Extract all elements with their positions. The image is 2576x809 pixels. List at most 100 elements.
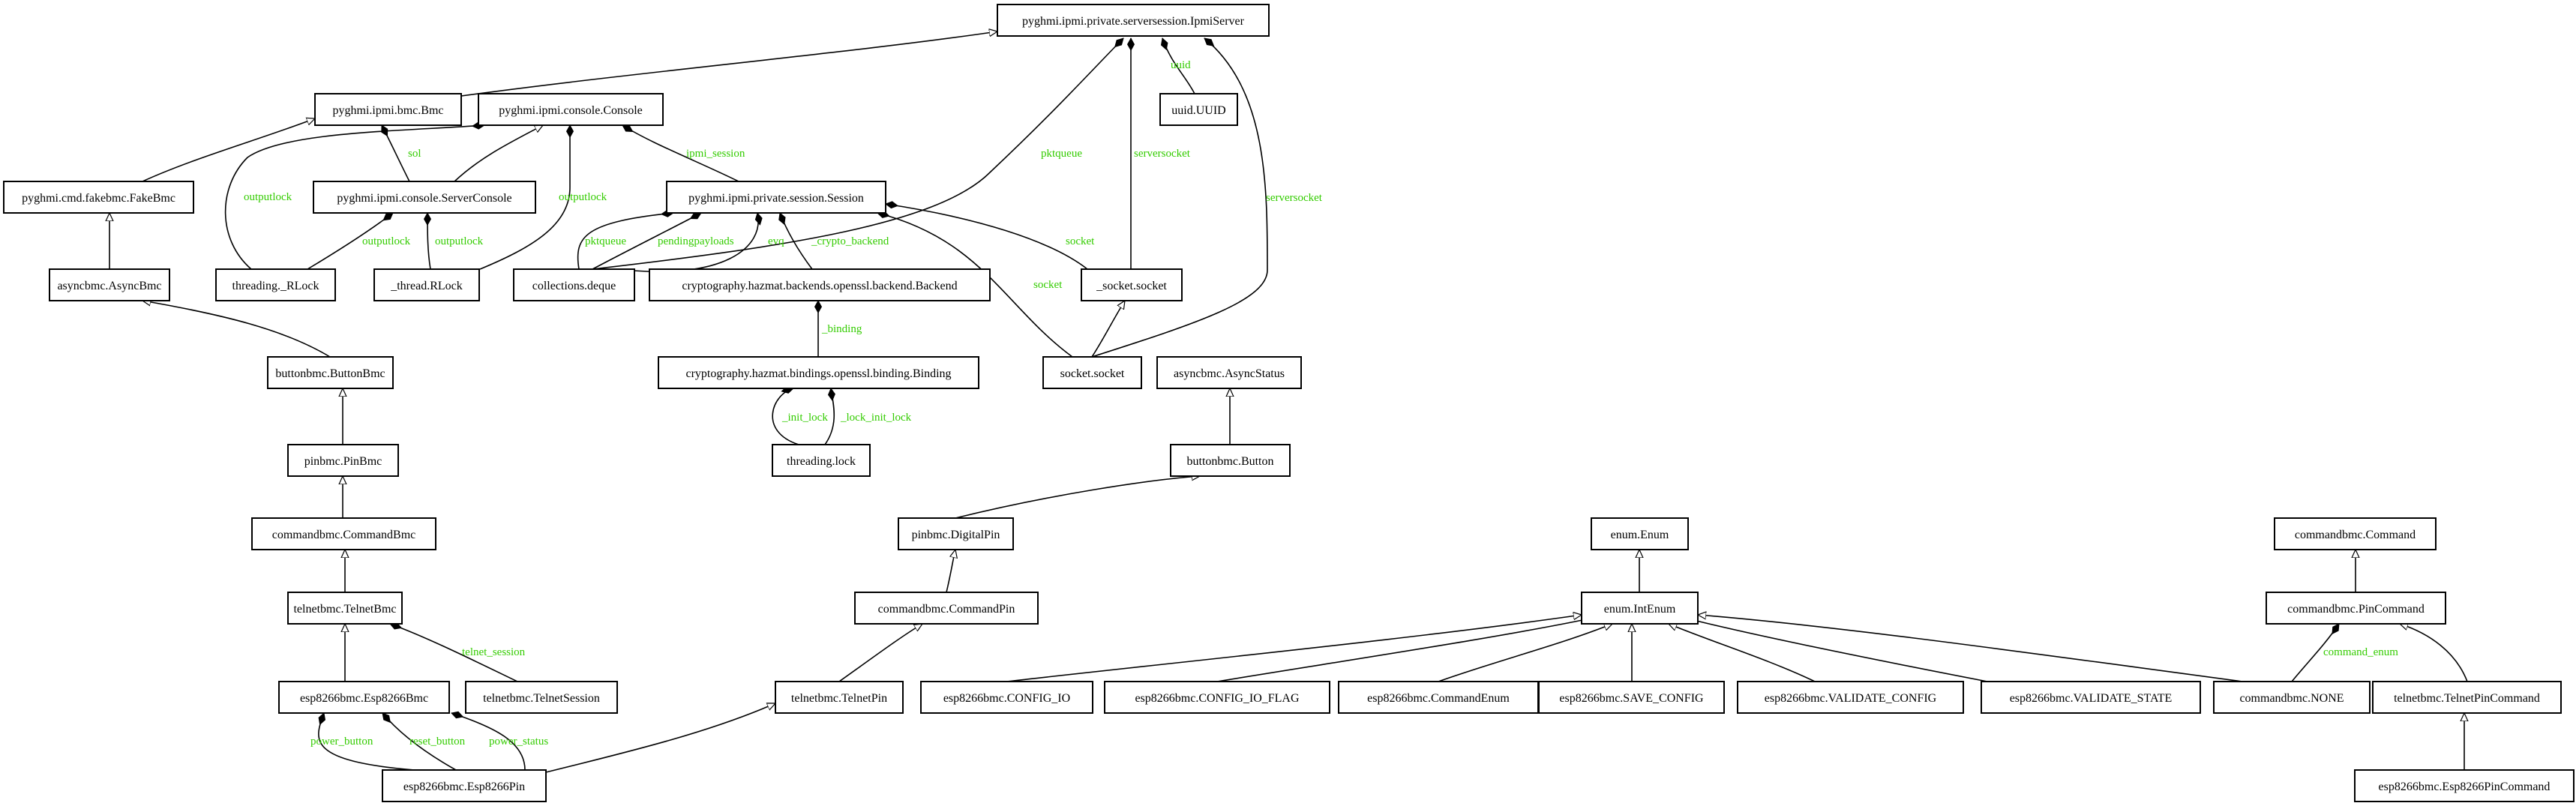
class-node-esp8266pincommand[interactable]: esp8266bmc.Esp8266PinCommand: [2354, 769, 2575, 802]
class-box: [49, 268, 170, 301]
edge-configioflag-intenum: [1216, 619, 1590, 682]
class-box: [215, 268, 336, 301]
class-box: [314, 93, 462, 126]
class-name-label: asyncbmc.AsyncBmc: [57, 280, 161, 292]
class-box: [513, 268, 635, 301]
edge-threadrlock-console: [479, 125, 570, 270]
class-box: [1981, 681, 2201, 714]
edge-validateconfig-intenum: [1669, 624, 1816, 682]
edge-label-session-console: ipmi_session: [686, 148, 745, 160]
class-node-config_io_flag[interactable]: esp8266bmc.CONFIG_IO_FLAG: [1104, 681, 1330, 714]
class-node-commandenum[interactable]: esp8266bmc.CommandEnum: [1338, 681, 1539, 714]
class-node-asyncbmc[interactable]: asyncbmc.AsyncBmc: [49, 268, 170, 301]
class-node-telnetbmc[interactable]: telnetbmc.TelnetBmc: [287, 592, 403, 625]
class-node-esp8266bmc[interactable]: esp8266bmc.Esp8266Bmc: [278, 681, 450, 714]
class-node-rlock[interactable]: threading._RLock: [215, 268, 336, 301]
class-node-socket[interactable]: socket.socket: [1042, 356, 1142, 389]
class-box: [1338, 681, 1539, 714]
class-box: [1159, 93, 1238, 126]
edge-label-none-pincommand: command_enum: [2323, 646, 2398, 658]
class-box: [920, 681, 1093, 714]
edge-label-backend-session: _crypto_backend: [811, 235, 889, 247]
class-node-socksock[interactable]: _socket.socket: [1081, 268, 1183, 301]
class-box: [373, 268, 480, 301]
class-node-buttonbmc[interactable]: buttonbmc.ButtonBmc: [267, 356, 394, 389]
class-node-serverconsole[interactable]: pyghmi.ipmi.console.ServerConsole: [313, 181, 536, 214]
class-box: [658, 356, 979, 389]
edge-label-threadrlock-serverconsole: outputlock: [435, 235, 484, 247]
class-node-backend[interactable]: cryptography.hazmat.backends.openssl.bac…: [649, 268, 991, 301]
class-box: [666, 181, 886, 214]
class-node-binding[interactable]: cryptography.hazmat.bindings.openssl.bin…: [658, 356, 979, 389]
class-box: [772, 444, 871, 477]
class-node-command[interactable]: commandbmc.Command: [2274, 517, 2437, 550]
class-node-threadrlock[interactable]: _thread.RLock: [373, 268, 480, 301]
class-name-label: pyghmi.ipmi.private.session.Session: [688, 192, 864, 205]
class-name-label: pyghmi.ipmi.bmc.Bmc: [333, 104, 444, 117]
class-node-console[interactable]: pyghmi.ipmi.console.Console: [478, 93, 664, 126]
class-node-bmc[interactable]: pyghmi.ipmi.bmc.Bmc: [314, 93, 462, 126]
class-box: [1737, 681, 1964, 714]
class-node-telnetsession[interactable]: telnetbmc.TelnetSession: [465, 681, 618, 714]
class-node-validate_state[interactable]: esp8266bmc.VALIDATE_STATE: [1981, 681, 2201, 714]
class-name-label: threading.lock: [787, 455, 856, 468]
class-node-threadinglock[interactable]: threading.lock: [772, 444, 871, 477]
edge-label-socksock-session: socket: [1066, 235, 1095, 247]
class-node-uuid[interactable]: uuid.UUID: [1159, 93, 1238, 126]
edge-none-pincommand: [2291, 624, 2340, 682]
class-name-label: _socket.socket: [1096, 280, 1167, 292]
class-node-save_config[interactable]: esp8266bmc.SAVE_CONFIG: [1538, 681, 1725, 714]
class-node-ipmiserver[interactable]: pyghmi.ipmi.private.serversession.IpmiSe…: [997, 4, 1270, 37]
edge-label-rlock-console: outputlock: [244, 191, 292, 203]
class-name-label: esp8266bmc.Esp8266PinCommand: [2379, 781, 2551, 793]
class-box: [3, 181, 194, 214]
class-name-label: pyghmi.ipmi.console.ServerConsole: [337, 192, 511, 205]
class-node-button[interactable]: buttonbmc.Button: [1170, 444, 1291, 477]
class-name-label: buttonbmc.Button: [1187, 455, 1274, 468]
edge-lock-binding-init: [772, 388, 799, 445]
edge-label-binding-backend: _binding: [821, 323, 862, 335]
class-node-config_io[interactable]: esp8266bmc.CONFIG_IO: [920, 681, 1093, 714]
class-name-label: enum.Enum: [1611, 529, 1669, 541]
class-node-commandbmc[interactable]: commandbmc.CommandBmc: [251, 517, 436, 550]
class-box: [2266, 592, 2446, 625]
edge-label-esp8266pin-esp8266bmc-power: power_button: [310, 736, 373, 748]
edge-telnetpin-commandpin: [838, 624, 922, 682]
class-node-enum[interactable]: enum.Enum: [1591, 517, 1689, 550]
class-node-session[interactable]: pyghmi.ipmi.private.session.Session: [666, 181, 886, 214]
class-box: [278, 681, 450, 714]
edge-socket-ipmiserver: [1091, 37, 1268, 358]
class-box: [2372, 681, 2562, 714]
class-box: [313, 181, 536, 214]
edge-bmc-ipmiserver: [460, 31, 997, 97]
class-node-deque[interactable]: collections.deque: [513, 268, 635, 301]
edge-esp8266pin-esp8266bmc-power: [318, 713, 415, 771]
edge-serverconsole-console: [454, 124, 543, 182]
class-node-telnetpin[interactable]: telnetbmc.TelnetPin: [775, 681, 904, 714]
class-box: [478, 93, 664, 126]
class-node-pincommand[interactable]: commandbmc.PinCommand: [2266, 592, 2446, 625]
class-node-validate_config[interactable]: esp8266bmc.VALIDATE_CONFIG: [1737, 681, 1964, 714]
class-name-label: pyghmi.ipmi.console.Console: [499, 104, 643, 117]
class-node-fakebmc[interactable]: pyghmi.cmd.fakebmc.FakeBmc: [3, 181, 194, 214]
edge-label-serverconsole-bmc: sol: [408, 148, 421, 160]
class-name-label: pinbmc.DigitalPin: [912, 529, 1000, 541]
class-node-pinbmc[interactable]: pinbmc.PinBmc: [287, 444, 399, 477]
class-node-esp8266pin[interactable]: esp8266bmc.Esp8266Pin: [382, 769, 547, 802]
class-name-label: commandbmc.NONE: [2239, 692, 2344, 705]
edge-deque-session-pend: [592, 212, 701, 270]
edge-commandenum-intenum: [1438, 624, 1612, 682]
class-box: [1591, 517, 1689, 550]
class-name-label: threading._RLock: [232, 280, 319, 292]
class-name-label: telnetbmc.TelnetBmc: [293, 603, 396, 616]
class-node-telnetpincommand[interactable]: telnetbmc.TelnetPinCommand: [2372, 681, 2562, 714]
class-box: [287, 444, 399, 477]
class-node-commandpin[interactable]: commandbmc.CommandPin: [854, 592, 1039, 625]
class-node-digitalpin[interactable]: pinbmc.DigitalPin: [898, 517, 1014, 550]
class-node-asyncstatus[interactable]: asyncbmc.AsyncStatus: [1156, 356, 1302, 389]
edge-telnetpincommand-pincommand: [2400, 624, 2468, 682]
edge-backend-session: [780, 213, 813, 270]
class-node-intenum[interactable]: enum.IntEnum: [1581, 592, 1699, 625]
class-node-none[interactable]: commandbmc.NONE: [2213, 681, 2371, 714]
